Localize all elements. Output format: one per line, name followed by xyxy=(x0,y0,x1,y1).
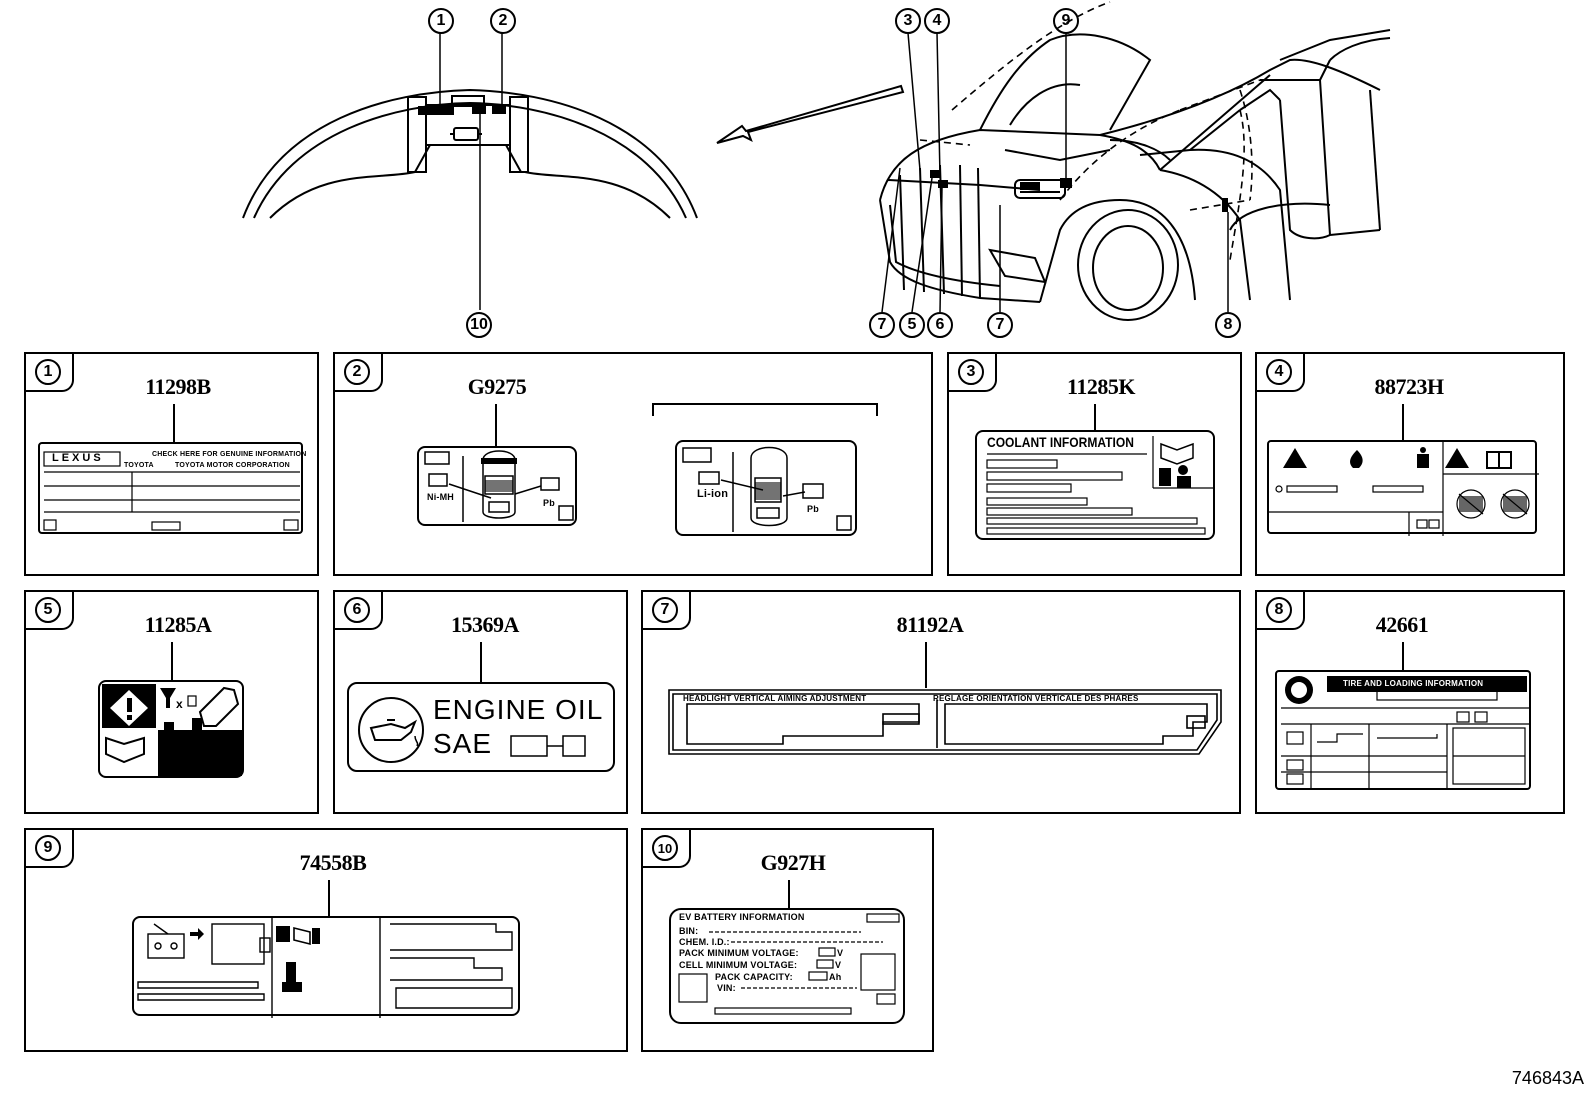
cell-min-label: CELL MINIMUM VOLTAGE: xyxy=(679,960,798,970)
svg-text:x: x xyxy=(176,697,183,711)
label-88723H xyxy=(1267,440,1539,536)
panel-number: 8 xyxy=(1266,597,1292,623)
pack-min-label: PACK MINIMUM VOLTAGE: xyxy=(679,948,799,958)
panel-2: 2 G9275 Ni-MH Pb xyxy=(333,352,933,576)
callout-1: 1 xyxy=(428,8,454,34)
headlight-text-en: HEADLIGHT VERTICAL AIMING ADJUSTMENT xyxy=(683,694,867,703)
panel-6: 6 15369A ENGINE OIL SAE xyxy=(333,590,628,814)
panel-number: 10 xyxy=(652,835,678,861)
label-G927H: EV BATTERY INFORMATION BIN: CHEM. I.D.: … xyxy=(669,908,905,1024)
label-nimh: Ni-MH Pb xyxy=(417,446,577,526)
pb-text: Pb xyxy=(543,498,555,508)
label-11285K: COOLANT INFORMATION xyxy=(975,430,1215,540)
part-number: 88723H xyxy=(1374,374,1444,399)
panel-3: 3 11285K COOLANT INFORMATION xyxy=(947,352,1242,576)
panel-number: 6 xyxy=(344,597,370,623)
panel-10: 10 G927H EV BATTERY INFORMATION BIN: CHE… xyxy=(641,828,934,1052)
vin-label: VIN: xyxy=(717,983,736,993)
panel-tab: 10 xyxy=(643,830,691,868)
label-liion: Li-ion Pb xyxy=(675,440,857,536)
panel-tab: 4 xyxy=(1257,354,1305,392)
panel-number: 4 xyxy=(1266,359,1292,385)
engine-oil-text: ENGINE OIL xyxy=(433,694,604,725)
pack-cap-label: PACK CAPACITY: xyxy=(715,972,793,982)
panel-number: 5 xyxy=(35,597,61,623)
part-number: 11298B xyxy=(145,374,211,399)
callout-7a: 7 xyxy=(869,312,895,338)
panel-4: 4 88723H xyxy=(1255,352,1565,576)
part-number: 42661 xyxy=(1375,612,1429,637)
corp-text: TOYOTA MOTOR CORPORATION xyxy=(175,462,290,469)
panel-tab: 8 xyxy=(1257,592,1305,630)
sae-text: SAE xyxy=(433,728,493,759)
panel-number: 3 xyxy=(958,359,984,385)
bracket xyxy=(652,403,878,416)
panel-1: 1 11298B LEXUS TOYOTA CHECK HERE FOR GEN… xyxy=(24,352,319,576)
panel-tab: 2 xyxy=(335,354,383,392)
label-11285A: x xyxy=(98,680,244,778)
panel-number: 1 xyxy=(35,359,61,385)
panel-5: 5 11285A x xyxy=(24,590,319,814)
chem-label: CHEM. I.D.: xyxy=(679,937,730,947)
panel-9: 9 74558B xyxy=(24,828,628,1052)
vehicle-view xyxy=(860,0,1592,345)
label-74558B xyxy=(132,916,520,1018)
part-number: 11285A xyxy=(144,612,212,637)
hood-view xyxy=(240,0,700,345)
part-number: 11285K xyxy=(1067,374,1135,399)
callout-2: 2 xyxy=(490,8,516,34)
callout-5: 5 xyxy=(899,312,925,338)
label-42661: TIRE AND LOADING INFORMATION xyxy=(1275,670,1531,790)
callout-3: 3 xyxy=(895,8,921,34)
panel-tab: 6 xyxy=(335,592,383,630)
bin-label: BIN: xyxy=(679,926,699,936)
part-number: 15369A xyxy=(451,612,519,637)
part-number: 74558B xyxy=(299,850,367,875)
panel-7: 7 81192A HEADLIGHT VERTICAL AIMING ADJUS… xyxy=(641,590,1241,814)
callout-9: 9 xyxy=(1053,8,1079,34)
panel-tab: 7 xyxy=(643,592,691,630)
hood-drawing xyxy=(242,33,698,310)
part-number: G927H xyxy=(760,850,826,875)
brand-text: LEXUS xyxy=(52,452,104,464)
headlight-text-fr: REGLAGE ORIENTATION VERTICALE DES PHARES xyxy=(933,694,1139,703)
callout-6: 6 xyxy=(927,312,953,338)
maker-text: TOYOTA xyxy=(124,462,154,469)
cell-min-unit: V xyxy=(835,960,842,970)
nimh-text: Ni-MH xyxy=(427,492,454,502)
panel-tab: 9 xyxy=(26,830,74,868)
tire-title: TIRE AND LOADING INFORMATION xyxy=(1343,679,1484,688)
part-number: G9275 xyxy=(467,374,527,399)
pack-cap-unit: Ah xyxy=(829,972,842,982)
header-text: CHECK HERE FOR GENUINE INFORMATION xyxy=(152,451,307,458)
callout-8: 8 xyxy=(1215,312,1241,338)
panel-8: 8 42661 xyxy=(1255,590,1565,814)
panel-tab: 5 xyxy=(26,592,74,630)
panel-tab: 1 xyxy=(26,354,74,392)
callout-4: 4 xyxy=(924,8,950,34)
panel-number: 9 xyxy=(35,835,61,861)
callout-10: 10 xyxy=(466,312,492,338)
label-81192A xyxy=(668,689,1222,755)
callout-7b: 7 xyxy=(987,312,1013,338)
panel-tab: 3 xyxy=(949,354,997,392)
panel-number: 7 xyxy=(652,597,678,623)
figure-id: 746843A xyxy=(1511,1068,1584,1088)
part-number: 81192A xyxy=(896,612,964,637)
pb2-text: Pb xyxy=(807,504,819,514)
ev-title: EV BATTERY INFORMATION xyxy=(679,912,805,922)
liion-text: Li-ion xyxy=(697,488,729,500)
label-11298B: LEXUS TOYOTA CHECK HERE FOR GENUINE INFO… xyxy=(38,442,307,534)
pack-min-unit: V xyxy=(837,948,844,958)
vehicle-drawing xyxy=(879,1,1391,321)
panel-number: 2 xyxy=(344,359,370,385)
label-15369A: ENGINE OIL SAE xyxy=(347,682,615,772)
coolant-title: COOLANT INFORMATION xyxy=(987,434,1134,450)
